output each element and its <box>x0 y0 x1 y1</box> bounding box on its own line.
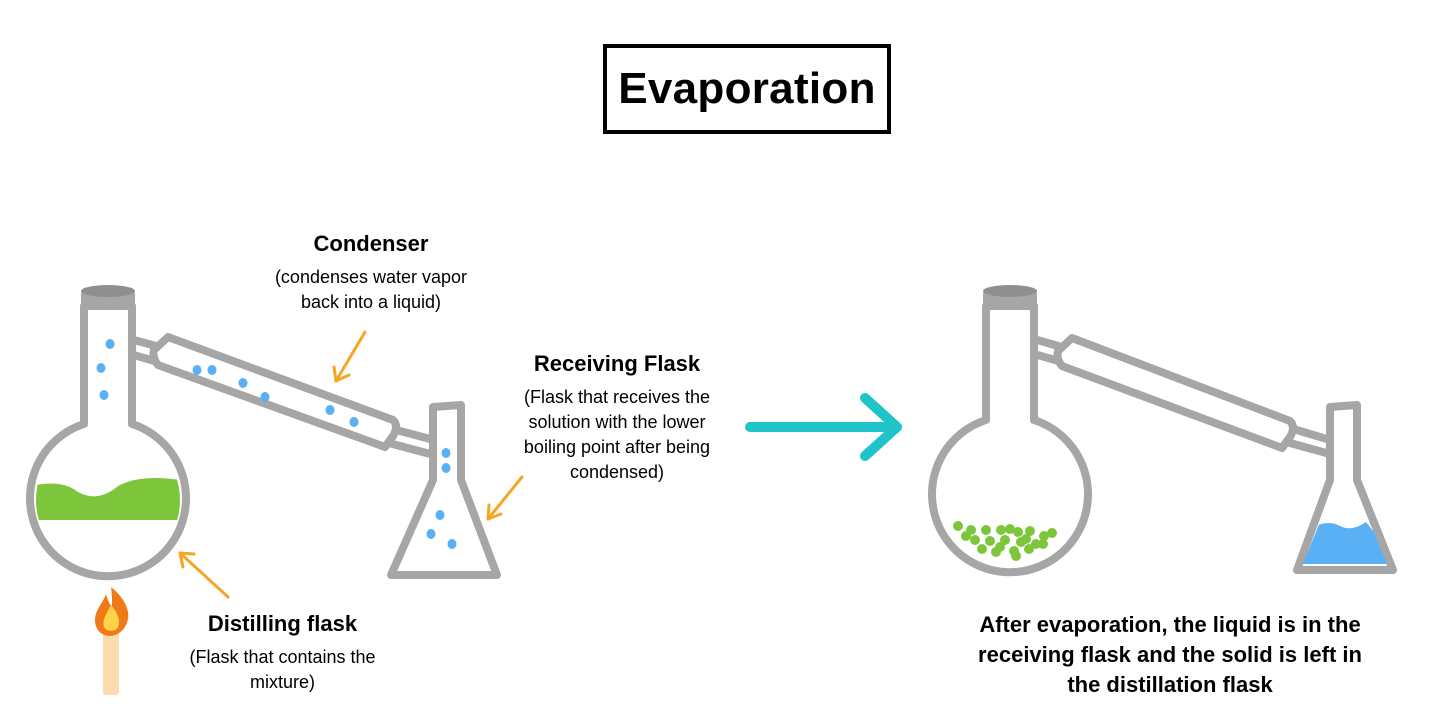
collected-liquid <box>1303 522 1387 564</box>
right-receiving-flask <box>1293 401 1397 574</box>
right-condenser <box>1053 334 1297 452</box>
condenser <box>149 333 400 451</box>
receiving-desc-line: (Flask that receives the <box>523 387 711 407</box>
left-apparatus <box>26 285 524 695</box>
diagram-title: Evaporation <box>603 44 891 134</box>
mixture-liquid <box>36 478 180 520</box>
receiving-desc-line: solution with the lower <box>528 412 706 432</box>
receiving-desc-line: boiling point after being <box>523 437 711 457</box>
result-line: receiving flask and the solid is left in <box>978 642 1362 667</box>
right-distilling-flask <box>928 285 1092 577</box>
result-line: the distillation flask <box>1067 672 1273 697</box>
process-arrow <box>745 393 902 461</box>
condenser-description: (condenses water vapor back into a liqui… <box>236 265 506 315</box>
condenser-desc-line: (condenses water vapor <box>274 267 468 287</box>
receiving-heading: Receiving Flask <box>533 351 701 376</box>
result-caption: After evaporation, the liquid is in the … <box>940 610 1400 700</box>
condenser-pointer-arrow <box>332 330 367 383</box>
receiving-description: (Flask that receives the solution with t… <box>482 385 752 485</box>
flame-icon <box>95 587 129 636</box>
receiving-pointer-arrow <box>486 475 524 521</box>
condenser-label: Condenser (condenses water vapor back in… <box>236 231 506 315</box>
condenser-desc-line: back into a liquid) <box>300 292 442 312</box>
receiving-flask <box>387 401 501 579</box>
condenser-heading: Condenser <box>313 231 429 256</box>
vapor-droplets <box>96 339 457 549</box>
distilling-description: (Flask that contains the mixture) <box>150 645 415 695</box>
distilling-flask-label: Distilling flask (Flask that contains th… <box>150 611 415 695</box>
distilling-pointer-arrow <box>178 551 230 599</box>
receiving-desc-line: condensed) <box>569 462 665 482</box>
distilling-desc-line: (Flask that contains the <box>189 647 376 667</box>
solid-residue <box>953 521 1057 561</box>
result-line: After evaporation, the liquid is in the <box>979 612 1361 637</box>
distilling-flask <box>26 285 190 581</box>
distilling-heading: Distilling flask <box>207 611 358 636</box>
right-apparatus <box>928 285 1397 577</box>
receiving-flask-label: Receiving Flask (Flask that receives the… <box>482 351 752 485</box>
distilling-desc-line: mixture) <box>249 672 315 692</box>
